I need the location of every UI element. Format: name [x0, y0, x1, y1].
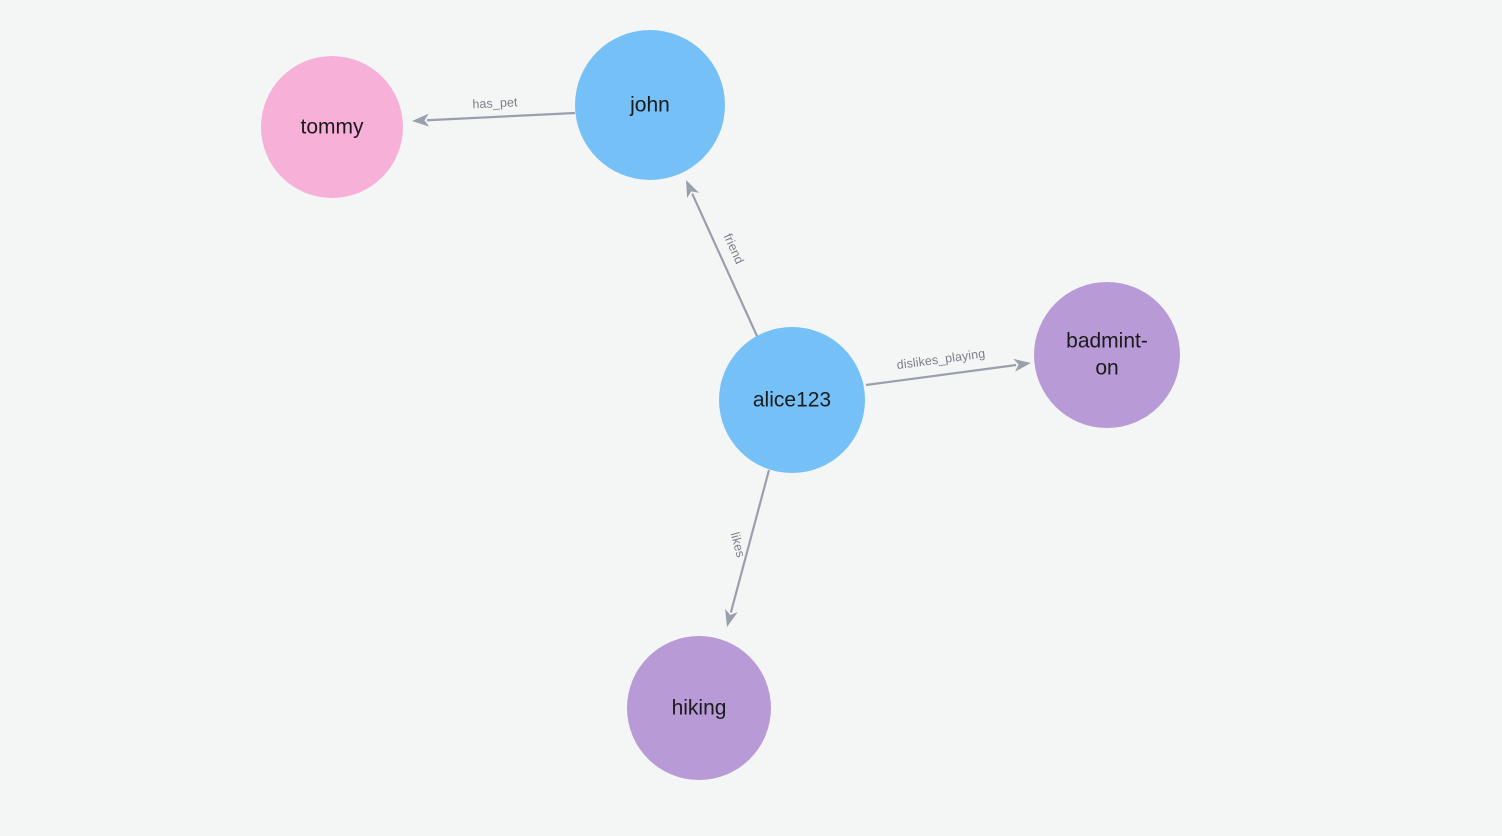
edge-arrowhead-icon [725, 608, 738, 627]
graph-node-john[interactable]: john [575, 30, 725, 180]
graph-edge[interactable]: friend [686, 180, 759, 337]
edge-line [865, 363, 1017, 387]
edge-line [691, 193, 759, 337]
edge-label: has_pet [472, 95, 518, 111]
graph-node-badminton[interactable]: badmint-on [1034, 282, 1180, 428]
edge-arrowhead-icon [686, 180, 699, 199]
edge-label: friend [721, 231, 747, 266]
graph-node-hiking[interactable]: hiking [627, 636, 771, 780]
node-circle[interactable] [627, 636, 771, 780]
graph-node-tommy[interactable]: tommy [261, 56, 403, 198]
edge-arrowhead-icon [1013, 358, 1031, 372]
node-circle[interactable] [261, 56, 403, 198]
graph-edge[interactable]: has_pet [412, 95, 576, 127]
node-circle[interactable] [575, 30, 725, 180]
graph-node-alice123[interactable]: alice123 [719, 327, 865, 473]
nodes-layer: tommy john alice123 badmint-on hiking [261, 30, 1180, 780]
edge-arrowhead-icon [412, 113, 430, 127]
edge-label: dislikes_playing [896, 346, 986, 372]
node-circle[interactable] [1034, 282, 1180, 428]
edge-line [729, 469, 771, 613]
graph-edge[interactable]: likes [725, 469, 771, 627]
edge-line [426, 111, 576, 122]
graph-edge[interactable]: dislikes_playing [865, 346, 1031, 387]
node-circle[interactable] [719, 327, 865, 473]
edge-label: likes [728, 531, 748, 559]
